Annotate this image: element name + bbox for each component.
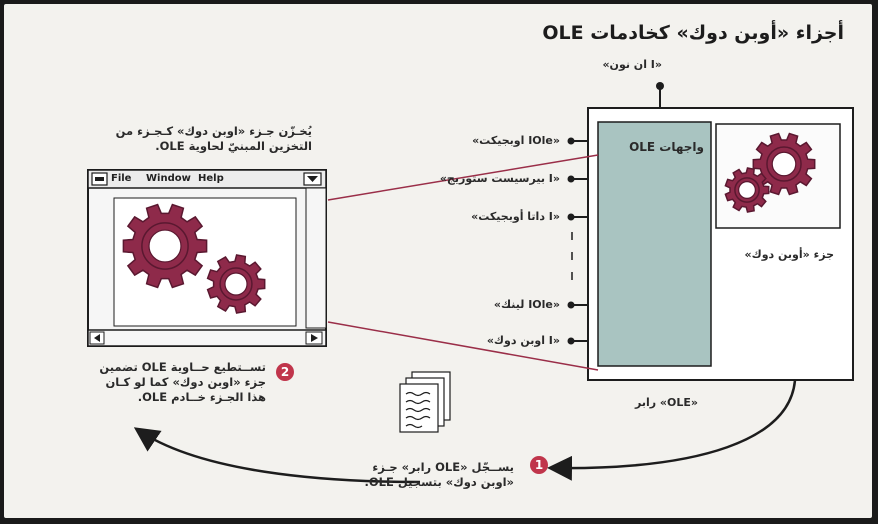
vertical-scrollbar[interactable] — [305, 187, 327, 329]
interface-label: «IOle لينك» — [493, 298, 560, 311]
container-caption: يُخـزّن جـزء «اوبن دوك» كـجـزء من التخزي… — [115, 124, 312, 153]
gear-icon — [724, 167, 770, 213]
ole-interfaces-panel — [597, 121, 712, 367]
gear-icon — [122, 203, 208, 289]
arrow-step1-to-container — [133, 427, 421, 484]
interface-label: «I اوبن دوك» — [486, 334, 560, 347]
gear-icon — [752, 132, 816, 196]
page-title: أجزاء «أوبن دوك» كخادمات OLE — [542, 22, 844, 44]
interface-dots — [567, 137, 575, 345]
document-stack-icon — [399, 371, 451, 433]
step-badge-1: 1 — [530, 456, 548, 474]
gear-icon — [206, 254, 266, 314]
connection-line-top — [327, 154, 599, 201]
container-title-bar — [87, 169, 327, 189]
top-interface-dot — [656, 82, 664, 90]
top-interface-label: «I ان نون» — [602, 58, 662, 71]
opendoc-part-caption: جزء «أوبن دوك» — [744, 248, 834, 261]
horizontal-scrollbar[interactable] — [87, 329, 327, 347]
binder-label: «OLE» رابر — [635, 396, 698, 409]
step-1-text: يســجّل «OLE رابر» جـزء «اوبن دوك» بتسجي… — [364, 460, 514, 489]
interface-label: «I بيرسيست ستوريج» — [439, 172, 560, 185]
ole-interfaces-header: واجهات OLE — [629, 140, 704, 154]
menu-item-help[interactable]: Help — [198, 173, 224, 184]
interface-label: «IOle اوبجيكت» — [472, 134, 560, 147]
arrow-server-to-step1 — [547, 379, 797, 481]
interface-connectors — [571, 140, 588, 342]
menu-item-window[interactable]: Window — [146, 173, 191, 184]
step-badge-2: 2 — [276, 363, 294, 381]
connection-line-bottom — [327, 321, 599, 371]
interface-label: «I داتا أوبجيكت» — [471, 210, 560, 223]
step-2-text: تســتطيع حــاوية OLE تضمين جزء «اوبن دوك… — [99, 360, 266, 404]
menu-item-file[interactable]: File — [111, 173, 132, 184]
